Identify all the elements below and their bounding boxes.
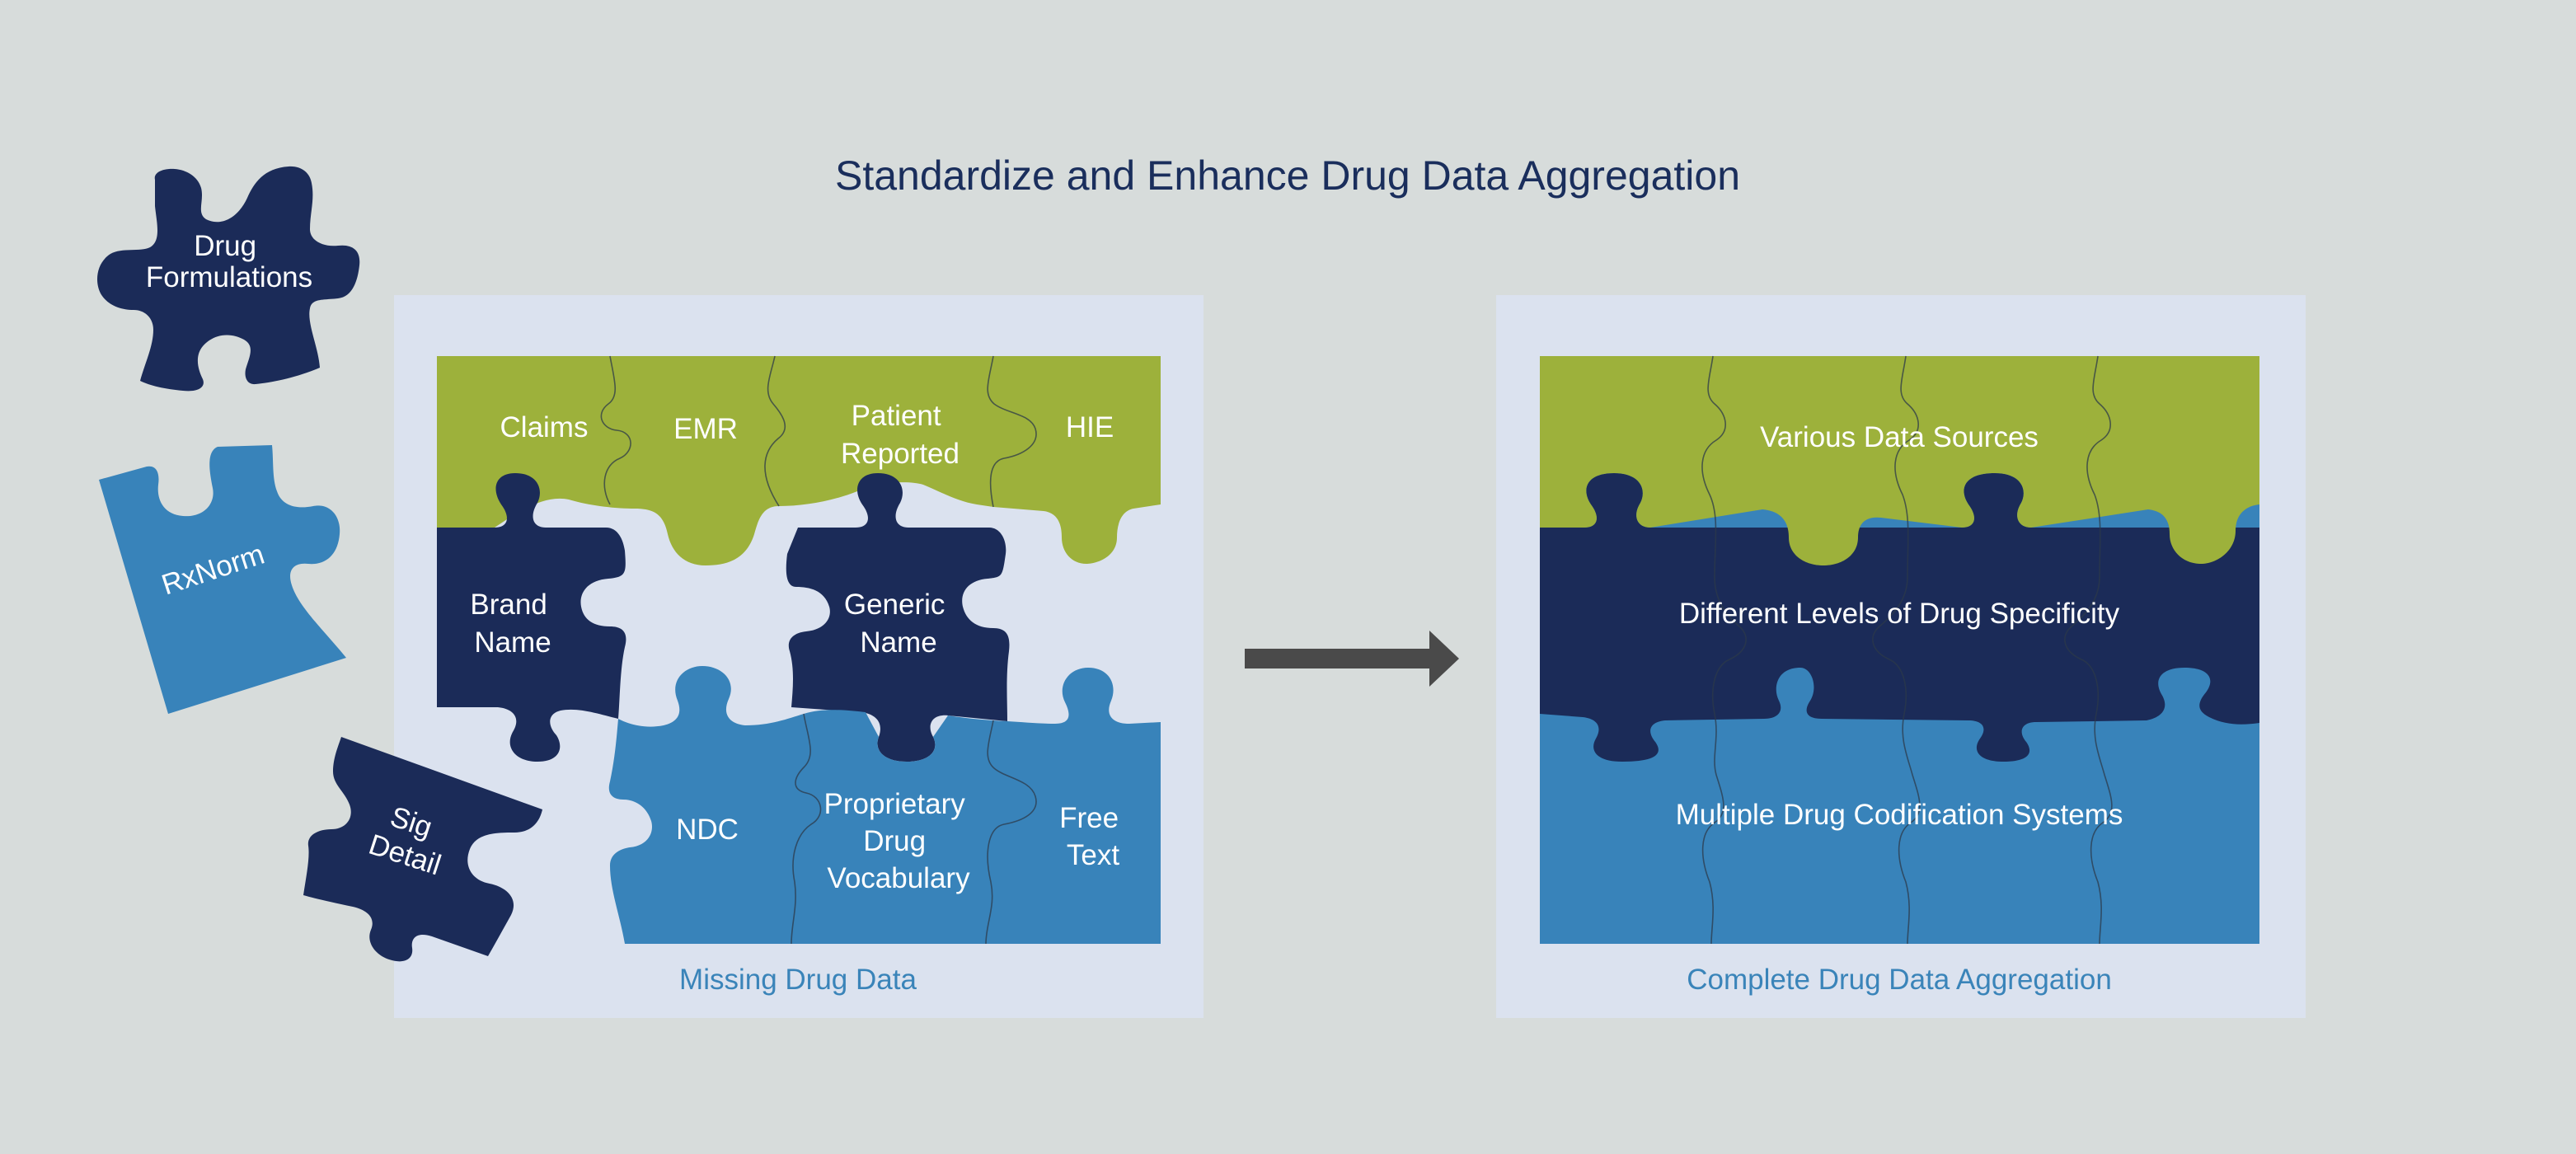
- seam-proprietary-freetext: [985, 720, 1037, 945]
- loose-piece-rxnorm-shape: [99, 445, 346, 714]
- piece-label-free-text: Free Text: [1059, 802, 1127, 871]
- arrow-head: [1429, 631, 1459, 687]
- piece-label-proprietary-drug-vocabulary: Proprietary Drug Vocabulary: [824, 788, 974, 894]
- right-panel-caption: Complete Drug Data Aggregation: [1687, 964, 2112, 996]
- seam-patient-hie: [987, 355, 1037, 508]
- piece-label-brand-name-line-2: Name: [474, 626, 551, 659]
- arrow-shaft: [1245, 649, 1434, 668]
- right-seam-2: [1872, 355, 1921, 945]
- piece-label-ndc: NDC: [676, 814, 739, 846]
- complete-puzzle-navy-row: [1540, 473, 2259, 762]
- loose-piece-drug-formulations: Drug Formulations: [97, 166, 360, 392]
- piece-label-free-text-line-2: Text: [1067, 839, 1119, 871]
- piece-label-patient-reported-line-2: Reported: [841, 438, 960, 470]
- drug-formulations-line-2: Formulations: [146, 261, 312, 293]
- loose-piece-drug-formulations-shape: [97, 166, 360, 392]
- incomplete-puzzle: Claims EMR Patient Reported HIE Brand Na…: [437, 355, 1161, 945]
- piece-label-generic-name-line-2: Name: [860, 626, 936, 659]
- seam-emr-patient: [764, 355, 786, 507]
- row-label-various-data-sources: Various Data Sources: [1760, 421, 2039, 453]
- loose-piece-drug-formulations-label: Drug Formulations: [146, 230, 312, 293]
- blue-row-piece: [608, 666, 1161, 944]
- row-label-multiple-codification-systems: Multiple Drug Codification Systems: [1676, 799, 2123, 831]
- piece-label-patient-reported-line-1: Patient: [852, 400, 941, 432]
- loose-piece-sig-detail: Sig Detail: [303, 737, 542, 962]
- piece-label-proprietary-line-2: Drug: [863, 825, 926, 857]
- piece-label-claims: Claims: [500, 411, 589, 443]
- drug-formulations-line-1: Drug: [194, 230, 256, 262]
- left-panel-caption: Missing Drug Data: [679, 964, 917, 996]
- navy-piece-generic-name: [786, 473, 1010, 762]
- seam-ndc-proprietary: [791, 713, 822, 945]
- green-row-piece: [437, 356, 1161, 565]
- piece-label-proprietary-line-3: Vocabulary: [827, 862, 970, 894]
- row-label-different-levels-specificity: Different Levels of Drug Specificity: [1679, 598, 2120, 630]
- piece-label-generic-name: Generic Name: [844, 589, 953, 659]
- piece-label-proprietary-line-1: Proprietary: [824, 788, 966, 820]
- navy-piece-brand-name: [437, 473, 626, 762]
- piece-label-brand-name-line-1: Brand: [470, 589, 547, 621]
- piece-label-generic-name-line-1: Generic: [844, 589, 945, 621]
- piece-label-brand-name: Brand Name: [470, 589, 555, 659]
- piece-label-hie: HIE: [1066, 411, 1114, 443]
- loose-piece-rxnorm: RxNorm: [99, 445, 346, 714]
- seam-claims-emr: [600, 355, 631, 505]
- right-seam-1: [1701, 355, 1747, 945]
- piece-label-free-text-line-1: Free: [1059, 802, 1119, 834]
- right-seam-3: [2064, 355, 2113, 945]
- complete-puzzle: Various Data Sources Different Levels of…: [1540, 355, 2259, 945]
- loose-piece-sig-detail-shape: [303, 737, 542, 962]
- diagram-title: Standardize and Enhance Drug Data Aggreg…: [835, 152, 1740, 199]
- piece-label-patient-reported: Patient Reported: [841, 400, 960, 470]
- piece-label-emr: EMR: [673, 413, 738, 445]
- right-arrow-icon: [1245, 631, 1459, 687]
